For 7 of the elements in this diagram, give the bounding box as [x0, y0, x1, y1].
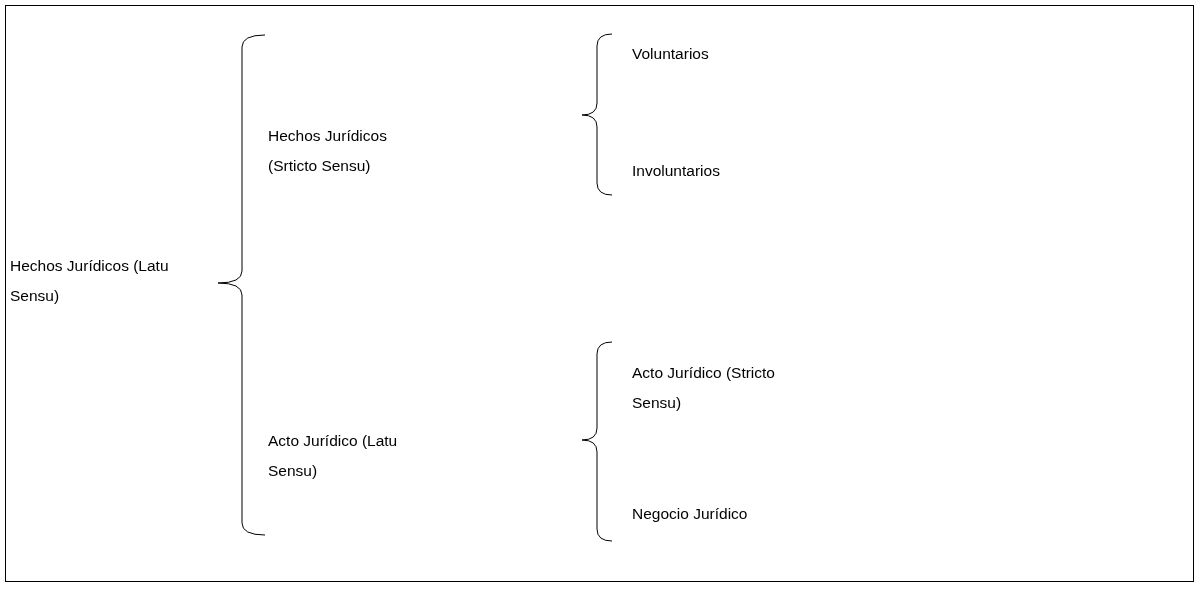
- label-text: Acto Jurídico (Latu Sensu): [268, 431, 399, 481]
- label-text: Acto Jurídico (Stricto Sensu): [632, 363, 776, 413]
- label-text: Hechos Jurídicos (Srticto Sensu): [268, 126, 388, 176]
- label-text: Involuntarios: [632, 161, 721, 181]
- label-text: Negocio Jurídico: [632, 504, 749, 524]
- label-text: Hechos Jurídicos (Latu Sensu): [10, 256, 170, 306]
- label-text: Voluntarios: [632, 44, 710, 64]
